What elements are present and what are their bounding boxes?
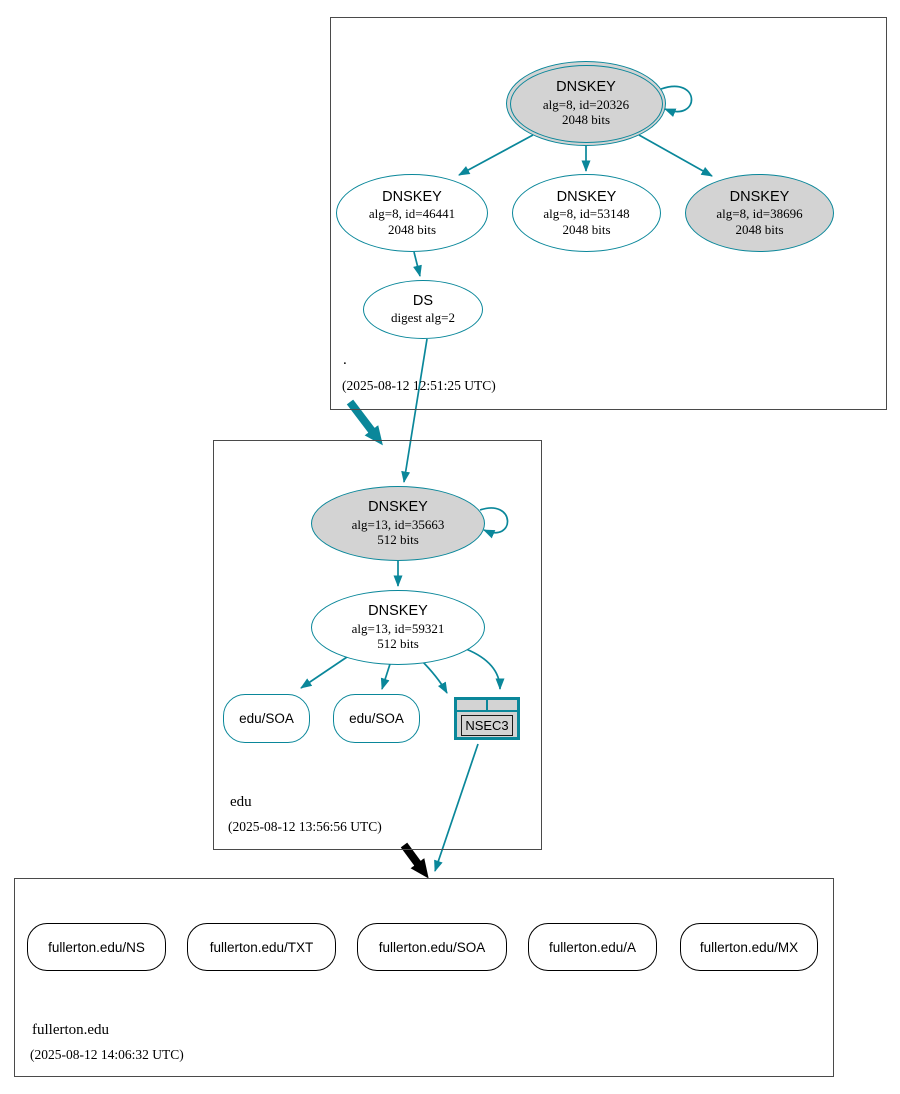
node-root-dnskey-38696[interactable]: DNSKEY alg=8, id=38696 2048 bits <box>685 174 834 252</box>
edge-edu-zsk-to-soa-left <box>300 656 348 689</box>
node-root-ksk-inner-ring: DNSKEY alg=8, id=20326 2048 bits <box>509 64 663 143</box>
zone-box-fullerton <box>14 878 834 1077</box>
zone-timestamp-fullerton: (2025-08-12 14:06:32 UTC) <box>30 1047 184 1062</box>
node-detail: 2048 bits <box>735 221 784 237</box>
node-detail: alg=8, id=20326 <box>542 96 630 112</box>
zone-timestamp-edu: (2025-08-12 13:56:56 UTC) <box>228 819 382 834</box>
zone-label-edu: edu <box>230 794 252 810</box>
node-root-ksk-dnskey[interactable]: DNSKEY alg=8, id=20326 2048 bits <box>506 61 666 146</box>
node-fullerton-ns[interactable]: fullerton.edu/NS <box>27 923 166 971</box>
node-detail: 2048 bits <box>561 112 611 128</box>
edge-edu-ksk-selfsign <box>479 507 509 539</box>
delegation-edu-to-fullerton-arrow <box>400 842 429 879</box>
node-edu-zsk-dnskey-59321[interactable]: DNSKEY alg=13, id=59321 512 bits <box>311 590 485 665</box>
node-root-ds[interactable]: DS digest alg=2 <box>363 280 483 339</box>
node-title: DS <box>412 293 434 309</box>
edge-root-ksk-selfsign <box>660 85 693 117</box>
rrset-label: fullerton.edu/NS <box>48 939 145 955</box>
node-root-dnskey-46441[interactable]: DNSKEY alg=8, id=46441 2048 bits <box>336 174 488 252</box>
rrset-label: fullerton.edu/MX <box>699 939 799 955</box>
node-edu-nsec3[interactable]: NSEC3 <box>454 697 520 740</box>
node-title: DNSKEY <box>368 603 428 620</box>
nsec3-cell <box>457 700 488 710</box>
rrset-label: edu/SOA <box>349 711 404 726</box>
node-detail: 512 bits <box>377 532 419 548</box>
nsec3-cell <box>488 700 517 710</box>
node-fullerton-mx[interactable]: fullerton.edu/MX <box>680 923 818 971</box>
node-detail: alg=8, id=53148 <box>543 206 630 222</box>
zone-box-root <box>330 17 887 410</box>
rrset-label: edu/SOA <box>239 711 294 726</box>
node-edu-soa-right[interactable]: edu/SOA <box>333 694 420 743</box>
node-detail: alg=8, id=46441 <box>368 206 456 222</box>
edge-zsk46441-to-ds <box>413 251 422 277</box>
nsec3-label: NSEC3 <box>461 715 513 736</box>
node-root-dnskey-53148[interactable]: DNSKEY alg=8, id=53148 2048 bits <box>512 174 661 252</box>
node-edu-soa-left[interactable]: edu/SOA <box>223 694 310 743</box>
edge-edu-zsk-to-nsec3-b <box>465 648 505 690</box>
delegation-root-to-edu-arrow <box>346 399 383 446</box>
node-detail: digest alg=2 <box>390 310 456 326</box>
node-edu-ksk-dnskey-35663[interactable]: DNSKEY alg=13, id=35663 512 bits <box>311 486 485 561</box>
node-detail: 512 bits <box>377 636 419 652</box>
node-detail: 2048 bits <box>387 221 437 237</box>
edge-root-ksk-to-zsk46441 <box>458 134 534 176</box>
edge-edu-zsk-to-soa-right <box>380 663 391 690</box>
nsec3-header-cells <box>457 700 517 712</box>
node-title: DNSKEY <box>729 188 790 205</box>
node-detail: 2048 bits <box>562 221 611 237</box>
node-title: DNSKEY <box>368 499 428 516</box>
edge-root-ksk-to-zsk38696 <box>638 134 713 177</box>
rrset-label: fullerton.edu/TXT <box>209 939 314 955</box>
node-detail: alg=13, id=59321 <box>351 620 445 636</box>
rrset-label: fullerton.edu/SOA <box>378 939 486 955</box>
node-title: DNSKEY <box>382 188 442 205</box>
node-fullerton-soa[interactable]: fullerton.edu/SOA <box>357 923 507 971</box>
zone-label-root: . <box>343 352 347 368</box>
node-fullerton-a[interactable]: fullerton.edu/A <box>528 923 657 971</box>
node-fullerton-txt[interactable]: fullerton.edu/TXT <box>187 923 336 971</box>
zone-timestamp-root: (2025-08-12 12:51:25 UTC) <box>342 378 496 393</box>
rrset-label: fullerton.edu/A <box>548 939 637 955</box>
node-detail: alg=13, id=35663 <box>351 516 445 532</box>
edge-ds-to-edu-ksk <box>401 338 428 483</box>
node-title: DNSKEY <box>556 79 616 96</box>
node-detail: alg=8, id=38696 <box>716 206 803 222</box>
zone-label-fullerton: fullerton.edu <box>32 1022 110 1038</box>
node-title: DNSKEY <box>556 188 617 205</box>
